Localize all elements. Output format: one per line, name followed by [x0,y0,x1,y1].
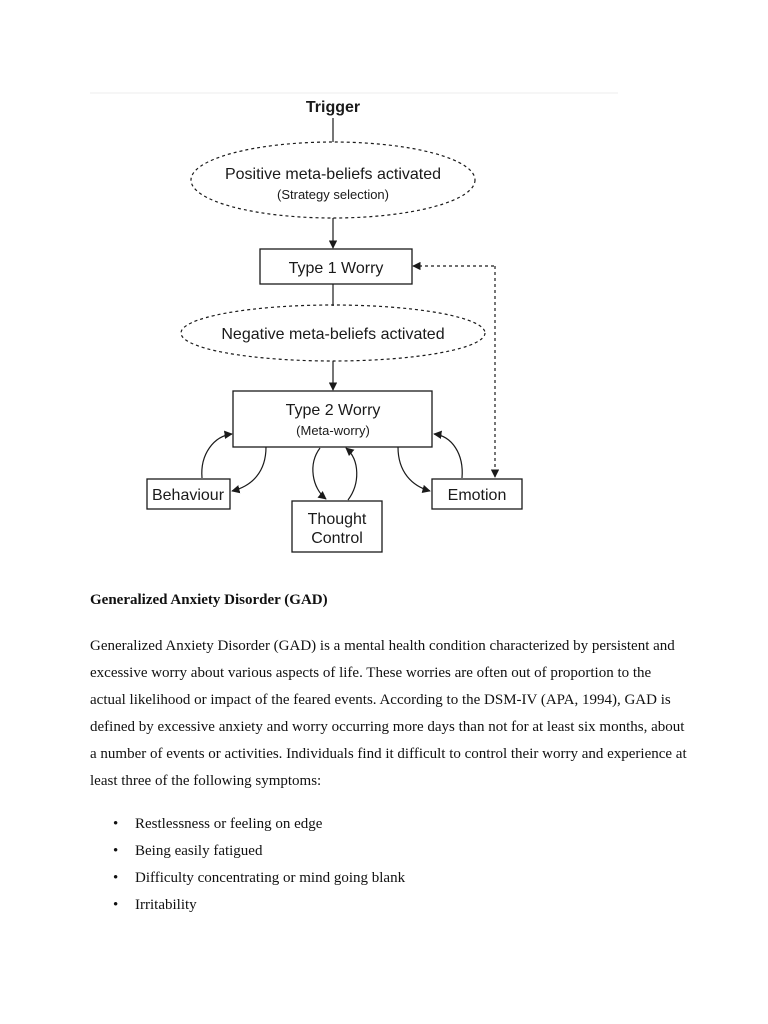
diagram-svg: Trigger Positive meta-beliefs activated … [90,92,618,553]
metacognitive-model-diagram: Trigger Positive meta-beliefs activated … [90,88,620,563]
trigger-label: Trigger [306,99,360,116]
list-item: • Being easily fatigued [90,838,405,865]
symptom-text: Irritability [135,897,197,913]
emotion-label: Emotion [448,487,507,504]
bullet-icon: • [113,897,119,913]
type2-to-thought-arrow [312,447,327,500]
type2-to-behaviour-arrow [231,446,267,494]
gad-paragraph: Generalized Anxiety Disorder (GAD) is a … [90,638,687,789]
type2-worry-label: Type 2 Worry [286,402,381,419]
behaviour-to-type2-arrow [201,430,233,479]
bullet-icon: • [113,870,119,886]
thought-to-type2-arrow [345,447,358,501]
type2-worry-box [232,390,433,448]
positive-meta-beliefs-label: Positive meta-beliefs activated [225,166,441,183]
symptom-text: Difficulty concentrating or mind going b… [135,870,406,886]
bullet-icon: • [113,816,119,832]
type2-to-emotion-arrow [397,446,431,494]
emotion-to-type2-arrow [433,430,463,479]
positive-meta-beliefs-ellipse [190,141,476,219]
bullet-icon: • [113,843,119,859]
section-heading: Generalized Anxiety Disorder (GAD) [90,592,328,608]
behaviour-label: Behaviour [152,487,225,504]
list-item: • Restlessness or feeling on edge [90,811,405,838]
emotion-box [431,478,523,510]
list-item: • Irritability [90,892,405,919]
symptom-text: Being easily fatigued [135,843,263,859]
thought-control-box [291,500,383,553]
list-item: • Difficulty concentrating or mind going… [90,865,405,892]
negative-meta-beliefs-label: Negative meta-beliefs activated [221,326,444,343]
meta-worry-label: (Meta-worry) [296,423,370,438]
behaviour-box [146,478,231,510]
type1-worry-label: Type 1 Worry [289,260,384,277]
symptom-text: Restlessness or feeling on edge [135,816,323,832]
thought-label: Thought [308,511,367,528]
symptom-list: • Restlessness or feeling on edge • Bein… [90,811,405,919]
control-label: Control [311,530,363,547]
type1-worry-box [259,248,413,285]
strategy-selection-label: (Strategy selection) [277,187,389,202]
